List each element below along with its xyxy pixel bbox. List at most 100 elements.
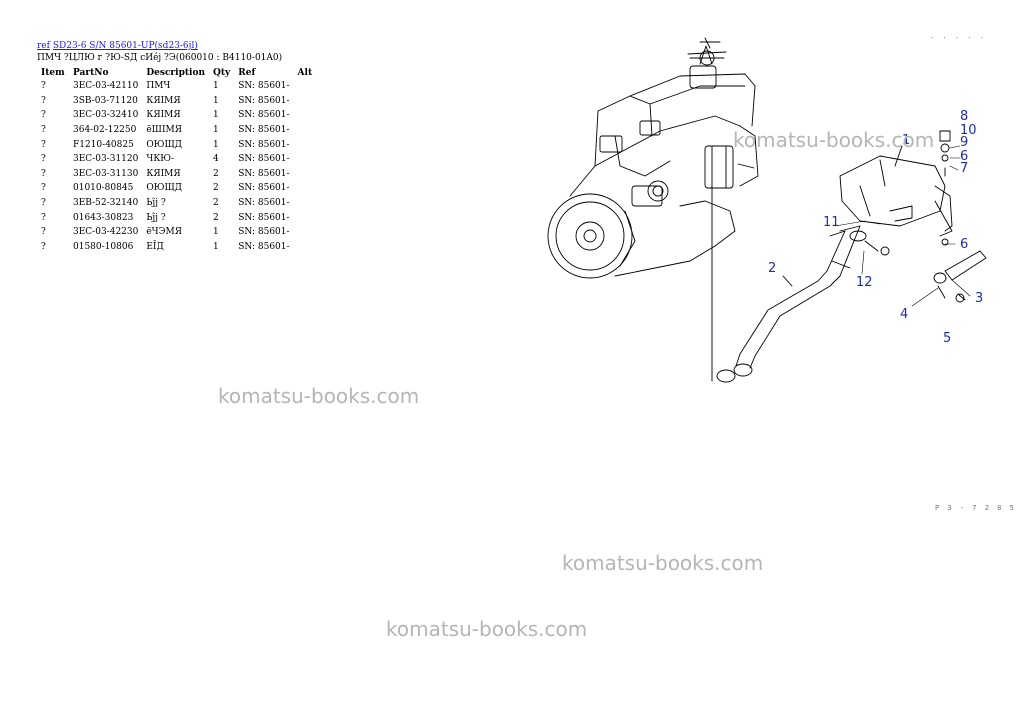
cell-partno: 3EC-03-32410 (73, 110, 139, 121)
watermark-2: komatsu-books.com (218, 384, 420, 408)
table-row: ? 3EC-03-31120 ЧКЮ- 4 SN: 85601- (37, 152, 316, 167)
cell-ref: SN: 85601- (238, 125, 290, 136)
cell-description: ОЮЩД (146, 183, 183, 194)
watermark-1: komatsu-books.com (733, 128, 935, 152)
cell-alt (294, 167, 317, 182)
cell-partno: 01643-30823 (73, 212, 134, 223)
cell-ref: SN: 85601- (238, 95, 290, 106)
cell-item: ? (41, 212, 46, 223)
cell-qty: 4 (213, 154, 219, 165)
engine-illustration (547, 37, 759, 382)
watermark-4: komatsu-books.com (386, 617, 588, 641)
callout-12: 12 (856, 275, 873, 290)
col-item: Item (41, 67, 65, 78)
table-row: ? 3EC-03-31130 КЯIМЯ 2 SN: 85601- (37, 167, 316, 182)
cell-alt (294, 137, 317, 152)
cell-alt (294, 196, 317, 211)
callout-1: 1 (902, 133, 910, 148)
table-row: ? 364-02-12250 ёШIМЯ 1 SN: 85601- (37, 123, 316, 138)
col-description: Description (146, 67, 206, 78)
cell-description: Ьĵj ? (146, 212, 166, 223)
cell-description: ОЮЩД (146, 139, 183, 150)
cell-partno: 3EC-03-31120 (73, 154, 139, 165)
cell-partno: 01010-80845 (73, 183, 134, 194)
cell-ref: SN: 85601- (238, 198, 290, 209)
cell-alt (294, 225, 317, 240)
cell-qty: 1 (213, 81, 219, 92)
cell-ref: SN: 85601- (238, 168, 290, 179)
cell-qty: 1 (213, 125, 219, 136)
callout-7: 7 (960, 161, 968, 176)
parts-table: Item PartNo Description Qty Ref Alt ? 3EC… (37, 66, 316, 254)
cell-item: ? (41, 241, 46, 252)
cell-alt (294, 181, 317, 196)
cell-description: ЕĪД (146, 241, 164, 252)
callout-4: 4 (900, 307, 908, 322)
cell-qty: 1 (213, 110, 219, 121)
page-header: ref SD23-6 S/N 85601-UP(sd23-6jl) ПМЧ ?Ц… (37, 40, 282, 64)
cell-item: ? (41, 139, 46, 150)
callout-5: 5 (943, 331, 951, 346)
col-partno: PartNo (73, 67, 109, 78)
drawing-code-bottom: P 3 - 7 2 8 5 (935, 504, 1016, 512)
cell-qty: 2 (213, 183, 219, 194)
cell-qty: 1 (213, 139, 219, 150)
col-ref: Ref (238, 67, 256, 78)
cell-partno: 3SB-03-71120 (73, 95, 138, 106)
page-subtitle: ПМЧ ?ЦЛЮ г ?Ю-SД сИéj ?Э(060010 : B4110-… (37, 53, 283, 63)
callout-labels: 1 2 3 4 5 6 6 7 8 9 10 11 12 (768, 109, 983, 346)
callout-9: 9 (960, 135, 968, 150)
cell-item: ? (41, 154, 46, 165)
cell-alt (294, 123, 317, 138)
cell-description: ёШIМЯ (146, 125, 182, 136)
cell-ref: SN: 85601- (238, 227, 290, 238)
cell-ref: SN: 85601- (238, 154, 290, 165)
exhaust-parts (716, 130, 987, 383)
cell-partno: 3EB-52-32140 (73, 198, 139, 209)
cell-item: ? (41, 183, 46, 194)
cell-item: ? (41, 110, 46, 121)
callout-11: 11 (823, 215, 840, 230)
drawing-code-top: . . . . . (930, 32, 986, 40)
cell-item: ? (41, 227, 46, 238)
parts-diagram: 1 2 3 4 5 6 6 7 8 9 10 11 12 (547, 37, 987, 383)
cell-partno: 3EC-03-42110 (73, 81, 139, 92)
cell-alt (294, 240, 317, 255)
cell-partno: 3EC-03-31130 (73, 168, 139, 179)
cell-partno: 3EC-03-42230 (73, 227, 139, 238)
col-alt: Alt (297, 67, 313, 78)
cell-ref: SN: 85601- (238, 241, 290, 252)
cell-alt (294, 108, 317, 123)
cell-description: КЯIМЯ (146, 168, 181, 179)
cell-description: Ьĵj ? (146, 198, 166, 209)
cell-description: КЯIМЯ (146, 110, 181, 121)
col-qty: Qty (213, 67, 231, 78)
cell-item: ? (41, 95, 46, 106)
cell-qty: 2 (213, 168, 219, 179)
cell-description: ПМЧ (146, 81, 171, 92)
cell-ref: SN: 85601- (238, 212, 290, 223)
callout-2: 2 (768, 261, 776, 276)
cell-item: ? (41, 81, 46, 92)
table-row: ? 01010-80845 ОЮЩД 2 SN: 85601- (37, 181, 316, 196)
callout-6a: 6 (960, 149, 968, 164)
cell-description: ЧКЮ- (146, 154, 175, 165)
cell-description: ёЧЭМЯ (146, 227, 183, 238)
cell-alt (294, 152, 317, 167)
cell-item: ? (41, 168, 46, 179)
cell-ref: SN: 85601- (238, 183, 290, 194)
callout-6b: 6 (960, 237, 968, 252)
cell-qty: 2 (213, 198, 219, 209)
cell-item: ? (41, 125, 46, 136)
model-link[interactable]: SD23-6 S/N 85601-UP(sd23-6jl) (52, 41, 198, 51)
cell-partno: 364-02-12250 (73, 125, 137, 136)
ref-link[interactable]: ref (37, 41, 50, 51)
cell-alt (294, 210, 317, 225)
